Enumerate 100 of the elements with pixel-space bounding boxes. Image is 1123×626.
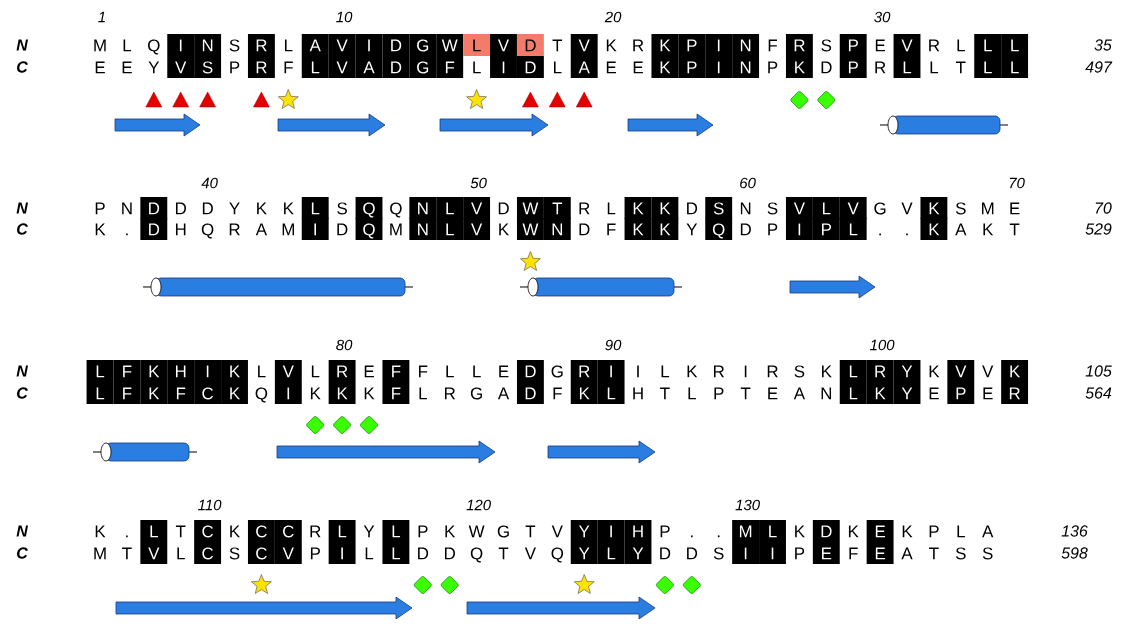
residue-letter: K <box>822 365 832 378</box>
residue-cell: D <box>516 34 544 56</box>
residue-cell: P <box>839 56 867 78</box>
residue-letter: D <box>687 547 698 560</box>
residue-letter: R <box>310 525 321 538</box>
residue-cell: E <box>866 542 894 564</box>
residue-letter: E <box>1010 202 1020 215</box>
sequence-name: C <box>17 61 28 73</box>
residue-letter: . <box>879 233 881 236</box>
residue-letter: Q <box>551 547 564 563</box>
residue-letter: L <box>311 365 320 378</box>
residue-letter: M <box>390 223 402 236</box>
residue-cell: K <box>624 218 652 240</box>
residue-cell: K <box>624 197 652 219</box>
residue-cell: S <box>705 197 733 219</box>
position-number: 120 <box>466 499 491 511</box>
residue-letter: Y <box>363 525 375 538</box>
residue-letter: D <box>445 547 455 560</box>
residue-cell: E <box>866 520 894 542</box>
residue-letter: P <box>418 525 428 538</box>
residue-letter: E <box>499 365 509 378</box>
residue-letter: . <box>906 233 908 236</box>
sequence-name: N <box>16 202 29 214</box>
residue-letter: K <box>848 525 859 538</box>
residue-letter: E <box>929 387 939 400</box>
residue-cell: I <box>167 34 195 56</box>
residue-letter: V <box>524 547 536 560</box>
residue-letter: Q <box>255 387 268 403</box>
residue-cell: Y <box>570 542 598 564</box>
residue-letter: Y <box>686 223 698 236</box>
residue-cell: R <box>866 360 894 382</box>
residue-letter: S <box>767 202 778 215</box>
residue-letter: Q <box>470 547 483 563</box>
residue-cell: P <box>947 382 975 404</box>
residue-letter: T <box>175 525 186 538</box>
residue-letter: H <box>176 223 186 236</box>
residue-cell: I <box>732 542 760 564</box>
residue-letter: D <box>579 223 590 236</box>
residue-letter: S <box>229 39 240 52</box>
residue-cell: V <box>328 34 356 56</box>
residue-letter: S <box>982 547 993 560</box>
residue-letter: K <box>95 525 106 538</box>
sequence-end-number: 136 <box>1061 525 1088 537</box>
residue-cell: P <box>678 56 706 78</box>
residue-letter: N <box>740 202 751 215</box>
residue-cell: E <box>812 542 840 564</box>
residue-cell: C <box>274 520 302 542</box>
residue-letter: F <box>849 547 858 560</box>
residue-letter: T <box>552 39 563 52</box>
residue-cell: D <box>516 382 544 404</box>
residue-letter: G <box>497 525 509 538</box>
residue-cell: K <box>651 218 679 240</box>
residue-letter: D <box>202 202 213 215</box>
sequence-name: C <box>17 547 28 559</box>
residue-cell: H <box>167 360 195 382</box>
residue-cell: F <box>113 360 141 382</box>
residue-cell: V <box>785 197 813 219</box>
residue-cell: K <box>651 56 679 78</box>
position-number: 10 <box>336 11 353 23</box>
residue-cell: Y <box>570 520 598 542</box>
residue-letter: M <box>282 223 294 236</box>
residue-cell: I <box>355 34 383 56</box>
residue-cell: Y <box>893 360 921 382</box>
residue-letter: K <box>364 387 375 400</box>
residue-cell: V <box>839 197 867 219</box>
residue-cell: D <box>140 197 168 219</box>
residue-cell: L <box>382 542 410 564</box>
residue-letter: T <box>740 387 751 400</box>
residue-letter: R <box>633 39 644 52</box>
residue-cell: P <box>839 34 867 56</box>
residue-cell: I <box>597 360 625 382</box>
residue-letter: K <box>284 202 294 215</box>
residue-cell: V <box>167 56 195 78</box>
residue-cell: R <box>570 360 598 382</box>
residue-cell: L <box>86 382 114 404</box>
residue-cell: Q <box>705 218 733 240</box>
residue-cell: I <box>490 56 517 78</box>
residue-cell: I <box>759 542 786 564</box>
residue-letter: D <box>418 547 429 560</box>
residue-cell: I <box>705 34 733 56</box>
residue-letter: D <box>740 223 751 236</box>
residue-letter: M <box>982 202 994 215</box>
residue-cell: K <box>1001 360 1029 382</box>
residue-letter: L <box>365 547 374 560</box>
residue-cell: N <box>732 56 760 78</box>
residue-letter: K <box>929 365 940 378</box>
residue-cell: T <box>543 197 571 219</box>
residue-letter: T <box>929 547 939 560</box>
sequence-name: N <box>16 525 29 537</box>
residue-cell: N <box>194 34 222 56</box>
residue-letter: S <box>955 547 966 560</box>
sequence-end-number: 564 <box>1085 387 1112 399</box>
residue-cell: I <box>328 542 356 564</box>
residue-letter: P <box>768 223 778 236</box>
residue-letter: T <box>122 547 132 560</box>
residue-letter: L <box>285 39 293 52</box>
residue-cell: W <box>516 218 544 240</box>
residue-letter: N <box>122 202 132 215</box>
residue-cell: K <box>140 360 168 382</box>
position-number: 110 <box>198 499 222 511</box>
